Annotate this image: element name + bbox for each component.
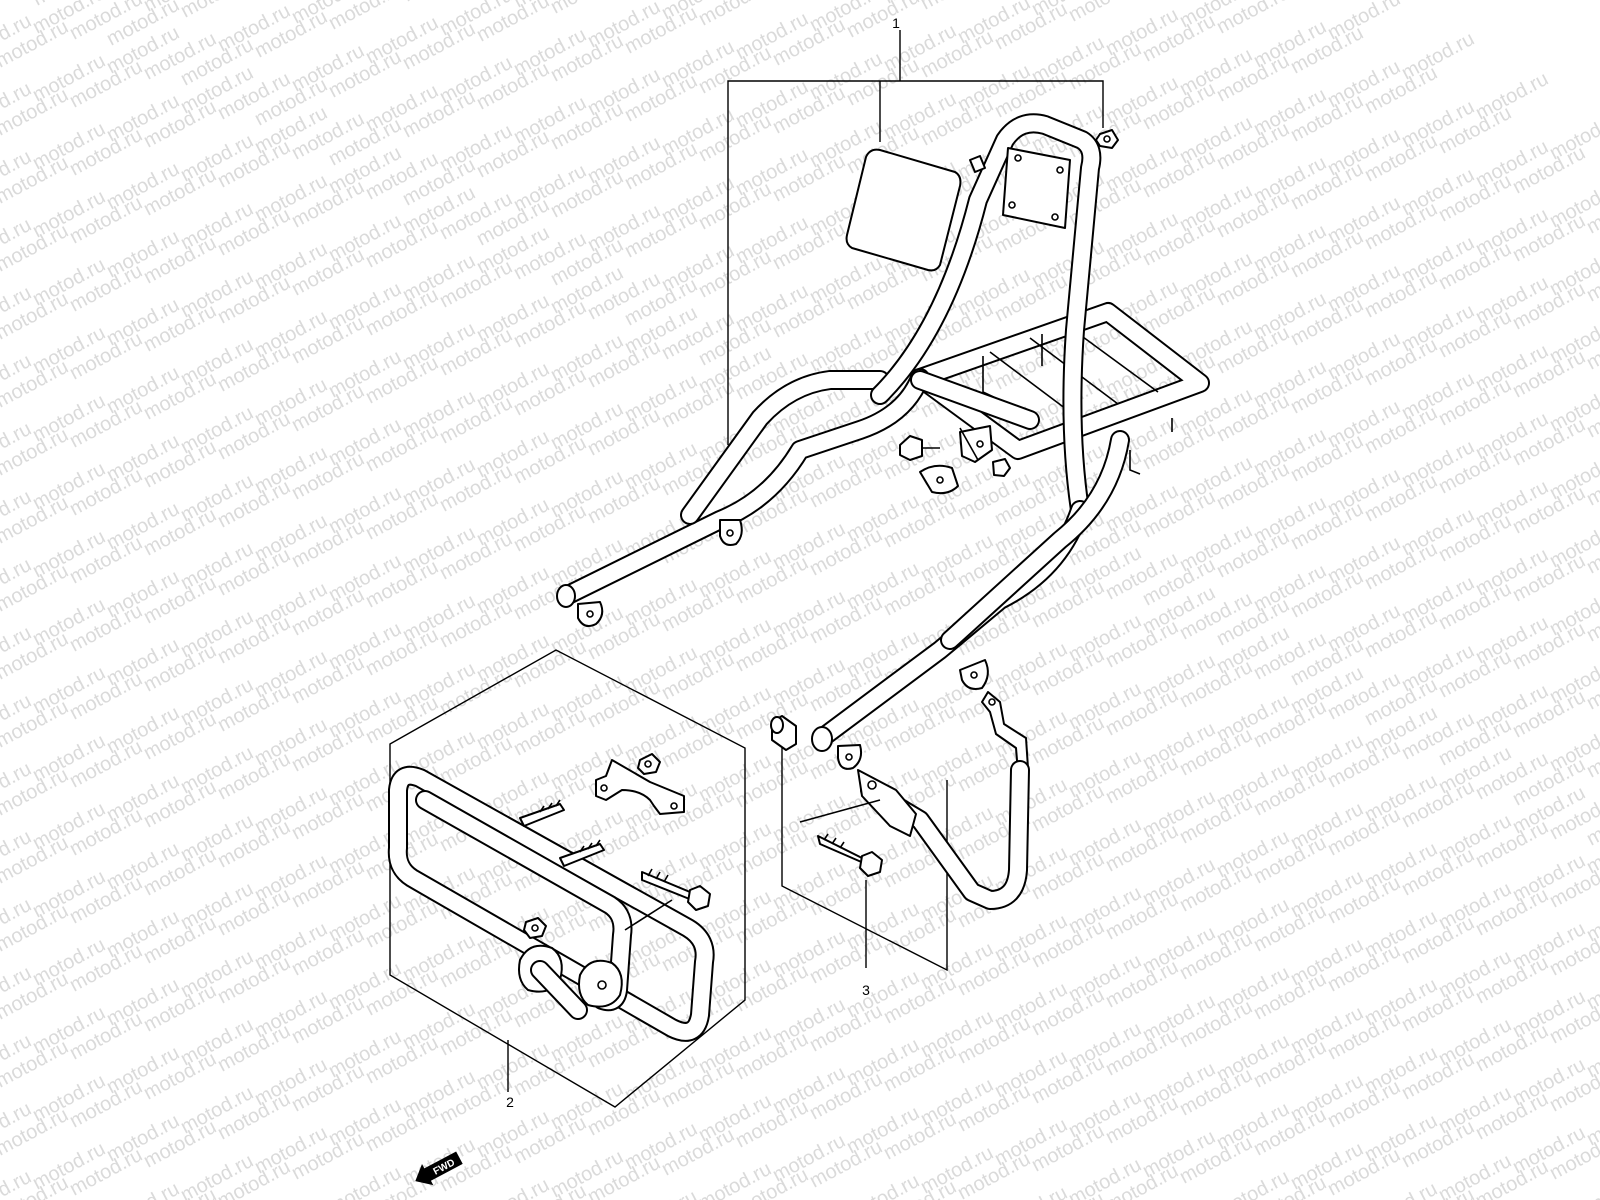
callout-2: 2 [506,1094,514,1110]
watermark-text: motod.ru [991,1182,1071,1200]
watermark-text: motod.ru [103,1178,183,1200]
watermark-text: motod.ru [695,0,775,30]
watermark-text: motod.ru [621,1186,701,1200]
side-bracket [770,691,1030,910]
center-bracket [899,425,1011,495]
watermark-text: motod.ru [843,1170,923,1200]
guard-bar [387,753,715,1042]
callout-box-3 [781,740,948,972]
watermark-text: motod.ru [1065,0,1145,26]
callout-box-2 [389,649,746,1108]
callout-box-1 [727,30,1104,445]
watermark-text: motod.ru [177,0,257,22]
watermark-text: motod.ru [1361,1178,1441,1200]
callout-1: 1 [892,15,900,31]
callout-3: 3 [862,982,870,998]
watermark-text: motod.ru [473,1174,553,1200]
carrier-frame [556,113,1210,770]
backrest-pad [845,129,1119,272]
